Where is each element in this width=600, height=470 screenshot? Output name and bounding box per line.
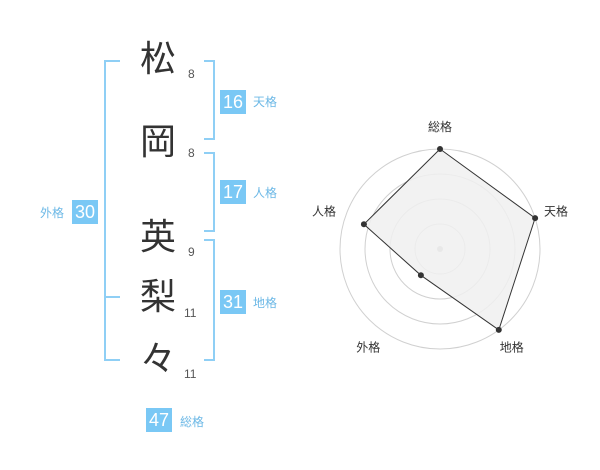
name-char-3: 英 [140, 217, 177, 258]
gaikaku-bracket-divider [104, 296, 120, 298]
tenkaku-label: 天格 [253, 95, 278, 109]
radar-axis-label-1: 総格 [428, 119, 452, 134]
radar-shape [363, 148, 536, 331]
radar-axis-label-5: 人格 [312, 203, 336, 218]
stroke-count-1: 8 [188, 67, 195, 81]
radar-point-3 [495, 326, 502, 333]
stroke-count-4: 11 [184, 306, 197, 320]
radar-axis-label-4: 外格 [356, 340, 380, 355]
radar-point-1 [437, 146, 443, 152]
name-char-4: 梨 [140, 277, 177, 318]
tenkaku-bracket [204, 60, 215, 140]
radar-point-2 [532, 215, 539, 222]
name-char-1: 松 [140, 39, 177, 80]
jinkaku-bracket [204, 152, 215, 232]
gaikaku-bracket [104, 60, 120, 361]
soukaku-value: 47 [146, 408, 173, 432]
radar-point-4 [417, 272, 424, 279]
tenkaku-value: 16 [220, 90, 247, 114]
chikaku-label: 地格 [253, 296, 278, 310]
jinkaku-value: 17 [220, 180, 247, 204]
jinkaku-label: 人格 [253, 186, 278, 200]
chikaku-value: 31 [220, 290, 247, 314]
radar-axis-label-2: 天格 [544, 203, 568, 218]
radar-axis-label-3: 地格 [500, 340, 524, 355]
stroke-count-2: 8 [188, 146, 195, 160]
gaikaku-label: 外格 [40, 206, 65, 220]
name-char-5: 々 [140, 339, 177, 380]
radar-point-5 [360, 221, 367, 228]
chikaku-bracket [204, 239, 215, 361]
soukaku-label: 総格 [180, 415, 205, 429]
name-char-2: 岡 [140, 122, 177, 163]
stroke-count-5: 11 [184, 367, 197, 381]
radar-chart: 総格天格地格 外格 人格 [300, 110, 590, 370]
gaikaku-value: 30 [72, 200, 99, 224]
stroke-count-3: 9 [188, 245, 195, 259]
